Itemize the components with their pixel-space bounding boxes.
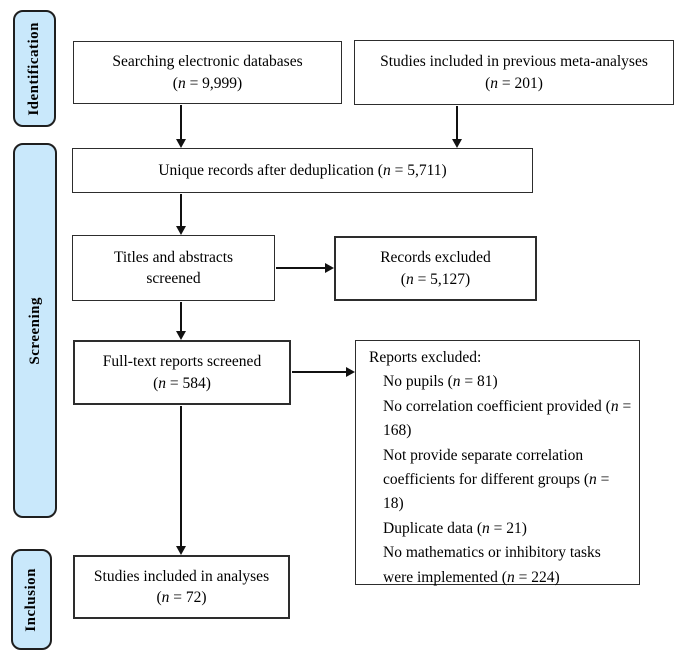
box-previous-meta-analyses-count: (n = 201): [485, 74, 543, 92]
box-previous-meta-analyses-line1: Studies included in previous meta-analys…: [380, 53, 648, 71]
box-unique-records-text: Unique records after deduplication (n = …: [158, 161, 447, 179]
box-studies-included: Studies included in analyses (n = 72): [73, 555, 290, 619]
box-fulltext-screened: Full-text reports screened (n = 584): [73, 340, 291, 405]
stage-label-screening: Screening: [13, 143, 57, 518]
box-titles-abstracts-line2: screened: [146, 270, 201, 287]
excluded-reason-no-separate-coefficients: Not provide separate correlation coeffic…: [383, 446, 610, 513]
box-previous-meta-analyses: Studies included in previous meta-analys…: [354, 40, 674, 105]
stage-label-identification: Identification: [13, 10, 56, 127]
stage-label-screening-text: Screening: [26, 296, 43, 365]
box-unique-records: Unique records after deduplication (n = …: [72, 148, 533, 193]
box-reports-excluded: Reports excluded: No pupils (n = 81) No …: [355, 340, 640, 586]
box-records-excluded-line1: Records excluded: [380, 249, 491, 267]
stage-label-inclusion: Inclusion: [11, 549, 52, 650]
excluded-reason-no-mathematics: No mathematics or inhibitory tasks were …: [383, 544, 601, 586]
excluded-reason-duplicate-data: Duplicate data (n = 21): [383, 519, 527, 537]
box-studies-included-line1: Studies included in analyses: [93, 567, 270, 585]
box-titles-abstracts-screened: Titles and abstracts screened: [72, 235, 275, 301]
box-searching-databases-count: (n = 9,999): [172, 74, 243, 92]
stage-label-identification-text: Identification: [26, 21, 42, 116]
stage-label-inclusion-text: Inclusion: [23, 567, 39, 632]
box-fulltext-screened-line1: Full-text reports screened: [102, 353, 262, 371]
excluded-reason-no-correlation: No correlation coefficient provided (n =…: [383, 397, 632, 440]
box-studies-included-count: (n = 72): [156, 589, 207, 606]
excluded-reason-no-pupils: No pupils (n = 81): [383, 373, 498, 391]
box-searching-databases-line1: Searching electronic databases: [112, 53, 303, 71]
box-fulltext-screened-count: (n = 584): [153, 374, 211, 392]
box-reports-excluded-title: Reports excluded:: [369, 349, 482, 366]
box-searching-databases: Searching electronic databases (n = 9,99…: [73, 41, 342, 104]
box-titles-abstracts-line1: Titles and abstracts: [113, 248, 234, 266]
box-records-excluded: Records excluded (n = 5,127): [334, 236, 537, 301]
box-records-excluded-count: (n = 5,127): [400, 270, 471, 288]
